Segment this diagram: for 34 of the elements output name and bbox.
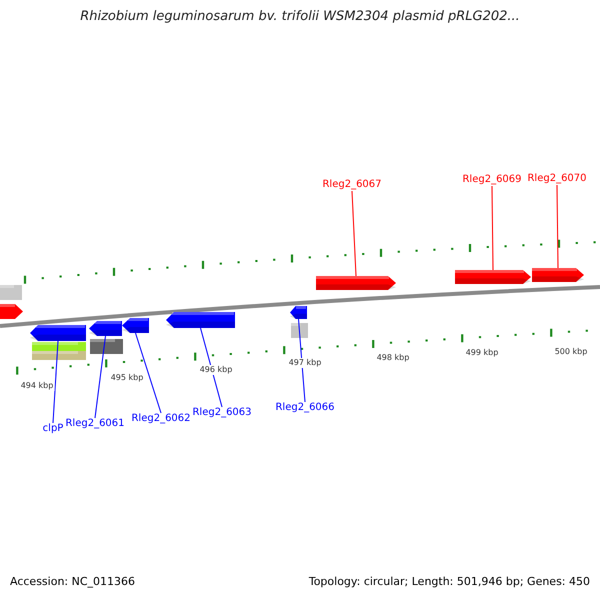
gene-label: Rleg2_6061 [65,418,125,430]
scale-label: 498 kbp [376,353,410,363]
map-title: Rhizobium leguminosarum bv. trifolii WSM2304 plasmid pRLG202... [79,9,521,24]
gene-feature [30,325,86,341]
leader-line [135,332,162,414]
gene-label: Rleg2_6063 [192,407,252,419]
gene-label: clpP [42,423,64,435]
leader-line [200,328,222,408]
gene-feature [532,268,584,282]
gene-label: Rleg2_6069 [462,174,522,186]
scale-label: 496 kbp [198,365,234,375]
gene-feature [290,306,307,319]
footer-text: Topology: circular; Length: 501,946 bp; Genes: 450 [308,575,590,588]
gene-label: Rleg2_6066 [275,402,335,414]
scale-label: 494 kbp [20,381,54,391]
gene-feature [89,321,122,336]
leader-line [298,318,306,402]
gene-feature [455,270,531,284]
scale-label: 500 kbp [554,347,588,357]
gene-label: Rleg2_6062 [131,413,191,425]
gene-label: Rleg2_6070 [527,173,587,185]
gene-feature [316,276,396,290]
leader-line [352,190,356,276]
gene-feature [122,318,149,333]
leader-line [492,186,494,270]
leader-line [94,336,106,418]
footer-text: Accession: NC_011366 [10,575,136,588]
scale-label: 497 kbp [288,358,322,368]
leader-line [556,184,558,268]
gene-feature [166,312,235,328]
scale-label: 499 kbp [464,348,500,358]
leader-line [52,340,58,424]
gene-label: Rleg2_6067 [322,179,382,191]
scale-label: 495 kbp [110,373,144,383]
